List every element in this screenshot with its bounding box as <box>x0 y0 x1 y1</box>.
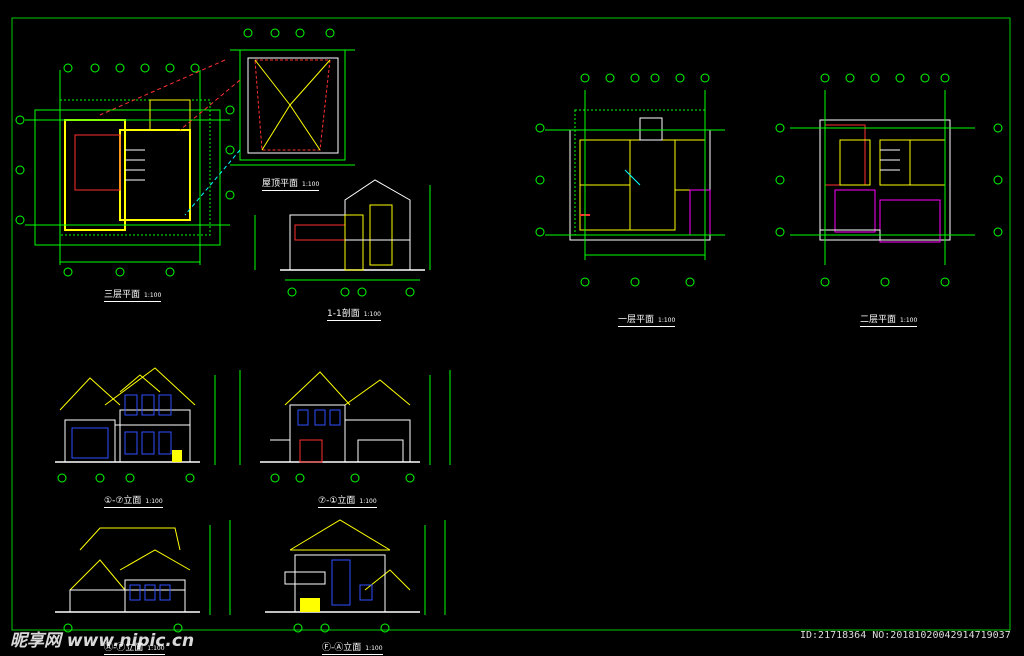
elevation-7-1-scale: 1:100 <box>359 498 377 505</box>
second-floor-plan <box>790 90 975 265</box>
elevation-1-7-title-text: ①-⑦立面 <box>104 496 142 506</box>
first-floor-plan-scale: 1:100 <box>658 317 676 324</box>
watermark-logo: 昵享网 www.nipic.cn <box>10 631 195 651</box>
third-floor-plan <box>25 70 230 265</box>
second-plan-axis-bubbles <box>775 73 1003 287</box>
section-1-1-scale: 1:100 <box>363 311 381 318</box>
sheet-frame <box>11 17 1011 631</box>
elevation-7-1 <box>260 370 451 465</box>
elevation-a-f-title-text: Ⓐ-Ⓕ立面 <box>104 643 144 653</box>
section-1-1-title-text: 1-1剖面 <box>327 309 360 319</box>
elevation-1-7 <box>55 367 241 465</box>
second-floor-plan-title-text: 二层平面 <box>860 315 897 325</box>
first-floor-plan-title-text: 一层平面 <box>618 315 655 325</box>
elev-1-7-axis-bubbles <box>57 473 195 483</box>
third-floor-plan-title-text: 三层平面 <box>104 290 141 300</box>
roof-plan <box>99 49 355 216</box>
elev-a-f-axis-bubbles <box>63 623 183 633</box>
section-1-1 <box>254 179 431 281</box>
elev-7-1-axis-bubbles <box>270 473 415 483</box>
second-floor-plan-scale: 1:100 <box>900 317 918 324</box>
watermark-id: ID:21718364 NO:20181020042914719037 <box>800 630 1011 641</box>
elevation-a-f <box>55 520 231 615</box>
first-plan-axis-bubbles <box>535 73 710 287</box>
roof-plan-scale: 1:100 <box>302 181 320 188</box>
section-axis-bubbles <box>287 287 415 297</box>
elevation-a-f-scale: 1:100 <box>147 645 165 652</box>
elevation-1-7-scale: 1:100 <box>145 498 163 505</box>
third-floor-plan-scale: 1:100 <box>144 292 162 299</box>
elevation-f-a-scale: 1:100 <box>365 645 383 652</box>
elevation-7-1-title-text: ⑦-①立面 <box>318 496 356 506</box>
third-plan-axis-bubbles <box>15 63 200 277</box>
elev-f-a-axis-bubbles <box>293 623 390 633</box>
roof-plan-title-text: 屋顶平面 <box>262 179 299 189</box>
elevation-f-a <box>265 519 446 615</box>
roof-plan-axis-bubbles <box>225 28 335 200</box>
elevation-f-a-title-text: Ⓕ-Ⓐ立面 <box>322 643 362 653</box>
first-floor-plan <box>545 90 725 260</box>
